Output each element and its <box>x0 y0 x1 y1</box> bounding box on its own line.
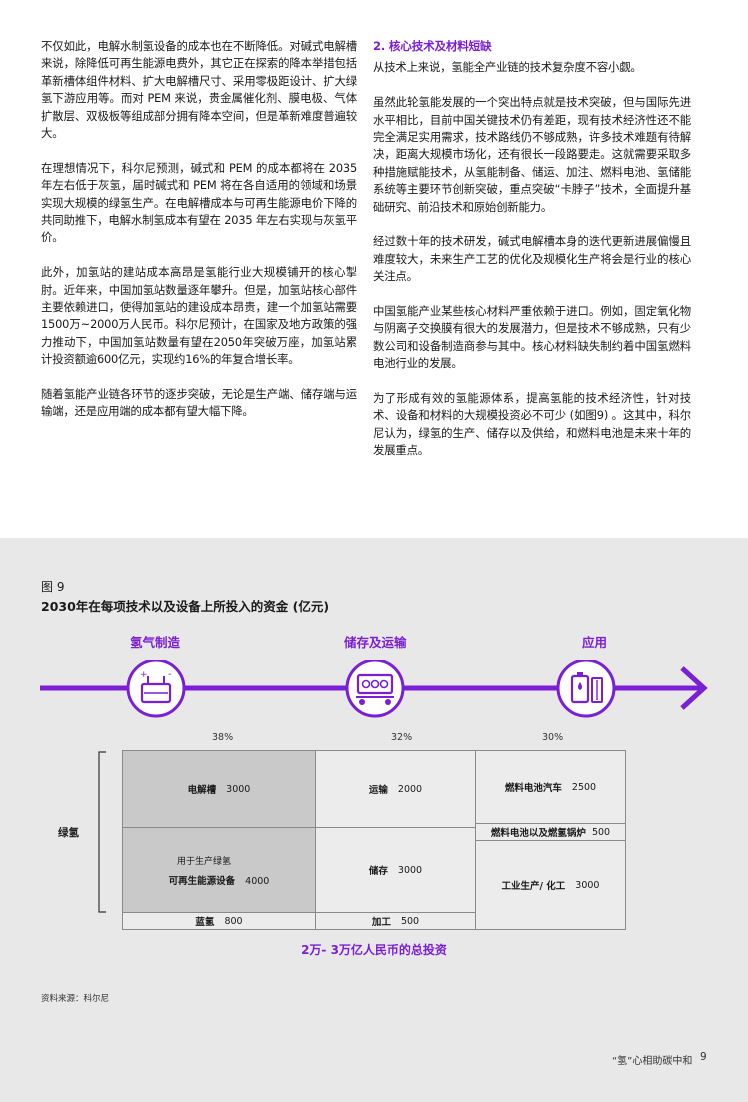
cell-value: 3000 <box>575 879 600 891</box>
cell-name: 工业生产/ 化工 <box>501 881 566 892</box>
cell-value: 2500 <box>571 781 597 793</box>
paragraph: 经过数十年的技术研发，碱式电解槽本身的迭代更新进展偏慢且难度较大，未来生产工艺的… <box>373 234 691 284</box>
share-production: 38% <box>212 732 234 743</box>
footer-title: “氢”心相助碳中和 <box>612 1056 693 1067</box>
total-investment-label: 2万- 3万亿人民币的总投资 <box>301 943 447 957</box>
cell-value: 800 <box>224 915 243 927</box>
right-column: 2. 核心技术及材料短缺 从技术上来说，氢能全产业链的技术复杂度不容小觑。 虽然… <box>373 38 691 477</box>
cell-blue-hydrogen: 蓝氢 800 <box>122 912 316 930</box>
source-note: 资料来源：科尔尼 <box>41 994 110 1004</box>
cell-name: 储存 <box>368 866 388 877</box>
cell-value: 2000 <box>397 783 423 795</box>
stage-label-production: 氢气制造 <box>130 635 181 650</box>
stage-label-storage: 储存及运输 <box>344 635 407 650</box>
cell-transport: 运输 2000 <box>315 750 476 828</box>
share-storage: 32% <box>391 732 413 743</box>
share-application: 30% <box>542 732 564 743</box>
cell-value: 500 <box>400 915 420 927</box>
cell-prefix: 用于生产绿氢 <box>176 856 231 867</box>
green-hydrogen-label: 绿氢 <box>58 827 79 839</box>
paragraph: 不仅如此，电解水制氢设备的成本也在不断降低。对碱式电解槽来说，除降低可再生能源电… <box>41 39 357 141</box>
cell-name: 加工 <box>371 917 391 928</box>
paragraph: 在理想情况下，科尔尼预测，碱式和 PEM 的成本都将在 2035 年左右低于灰氢… <box>41 160 357 245</box>
green-hydrogen-brace <box>98 751 106 913</box>
cell-name: 燃料电池以及燃氢锅炉 <box>490 828 586 839</box>
cell-name: 蓝氢 <box>195 917 215 928</box>
cell-processing: 加工 500 <box>315 912 476 930</box>
paragraph: 中国氢能产业某些核心材料严重依赖于进口。例如，固定氧化物与阴离子交换膜有很大的发… <box>373 304 691 371</box>
figure-title: 2030年在每项技术以及设备上所投入的资金 (亿元) <box>41 599 330 614</box>
cell-fcev: 燃料电池汽车 2500 <box>475 750 626 824</box>
paragraph: 为了形成有效的氢能源体系，提高氢能的技术经济性，针对技术、设备和材料的大规模投资… <box>373 391 691 458</box>
cell-value: 500 <box>591 826 611 838</box>
svg-text:+: + <box>140 670 148 680</box>
cell-name: 可再生能源设备 <box>168 875 236 887</box>
section-heading: 2. 核心技术及材料短缺 <box>373 39 492 53</box>
timeline-arrow: + - <box>40 660 708 718</box>
cell-value: 4000 <box>245 875 270 887</box>
paragraph: 从技术上来说，氢能全产业链的技术复杂度不容小觑。 <box>373 60 642 75</box>
cell-name: 燃料电池汽车 <box>504 783 562 794</box>
cell-value: 3000 <box>397 864 423 876</box>
figure-panel: 图 9 2030年在每项技术以及设备上所投入的资金 (亿元) 氢气制造 储存及运… <box>0 538 748 1102</box>
cell-name: 电解槽 <box>187 785 217 796</box>
hydrogen-truck-icon <box>345 660 405 718</box>
cell-value: 3000 <box>226 783 251 795</box>
figure-label: 图 9 <box>41 580 65 594</box>
paragraph: 此外，加氢站的建站成本高昂是氢能行业大规模铺开的核心掣肘。近年来，中国加氢站数量… <box>41 265 357 367</box>
cell-industry: 工业生产/ 化工 3000 <box>475 840 626 930</box>
cell-renewable-equipment: 用于生产绿氢 可再生能源设备 4000 <box>122 827 316 913</box>
cell-storage: 储存 3000 <box>315 827 476 913</box>
page-number: 9 <box>700 1051 707 1063</box>
left-column: 不仅如此，电解水制氢设备的成本也在不断降低。对碱式电解槽来说，除降低可再生能源电… <box>41 38 357 438</box>
paragraph: 随着氢能产业链各环节的逐步突破，无论是生产端、储存端与运输端，还是应用端的成本都… <box>41 387 357 419</box>
cell-name: 运输 <box>368 785 388 796</box>
cell-fuel-cell-boiler: 燃料电池以及燃氢锅炉 500 <box>475 823 626 841</box>
paragraph: 虽然此轮氢能发展的一个突出特点就是技术突破，但与国际先进水平相比，目前中国关键技… <box>373 95 691 214</box>
stage-label-application: 应用 <box>582 635 608 650</box>
cell-electrolyzer: 电解槽 3000 <box>122 750 316 828</box>
electrolyzer-icon: + - <box>126 660 186 718</box>
fuel-cell-icon <box>556 660 616 718</box>
svg-text:-: - <box>168 669 172 680</box>
